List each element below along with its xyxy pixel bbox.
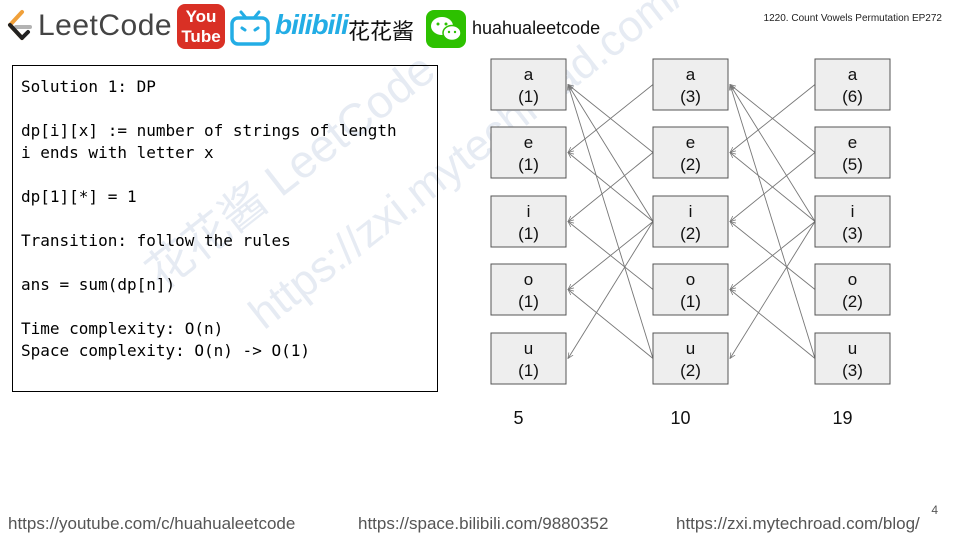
transition-arrow xyxy=(568,85,654,222)
node-letter: o xyxy=(686,270,695,289)
node-letter: e xyxy=(524,133,533,152)
node-letter: a xyxy=(848,65,858,84)
footer-youtube-url[interactable]: https://youtube.com/c/huahualeetcode xyxy=(8,514,296,533)
transition-arrow xyxy=(730,221,816,359)
node-letter: i xyxy=(527,202,531,221)
bilibili-channel-name: 花花酱 xyxy=(348,20,415,45)
state-node-i: i (1) xyxy=(490,195,567,248)
state-node-u: u (2) xyxy=(652,332,729,385)
transition-arrow xyxy=(730,222,816,290)
node-count: (1) xyxy=(518,224,539,243)
state-node-a: a (3) xyxy=(652,58,729,111)
node-count: (2) xyxy=(842,292,863,311)
dp-transition-diagram: a (1) e (1) i (1) o (1) u (1) 5 a (3) e (2) i (2) o (1) u (2… xyxy=(490,58,891,428)
node-letter: o xyxy=(524,270,533,289)
leetcode-icon xyxy=(8,10,32,40)
transition-arrow xyxy=(568,222,654,290)
node-letter: i xyxy=(851,202,855,221)
node-count: (2) xyxy=(680,361,701,380)
state-node-a: a (6) xyxy=(814,58,891,111)
page-number: 4 xyxy=(931,503,938,517)
header: LeetCode You Tube bilibili 花花酱 huahualee… xyxy=(0,0,960,56)
blank-line xyxy=(21,208,429,230)
node-count: (2) xyxy=(680,224,701,243)
solution-line: Time complexity: O(n) xyxy=(21,319,224,338)
youtube-logo: You Tube xyxy=(177,4,225,49)
leetcode-logo: LeetCode xyxy=(4,6,172,46)
node-count: (3) xyxy=(680,87,701,106)
transition-arrow xyxy=(730,290,816,359)
node-count: (1) xyxy=(518,87,539,106)
transition-arrow xyxy=(568,85,654,153)
state-node-a: a (1) xyxy=(490,58,567,111)
node-letter: o xyxy=(848,270,857,289)
state-node-u: u (3) xyxy=(814,332,891,385)
state-node-o: o (1) xyxy=(652,263,729,316)
state-node-o: o (1) xyxy=(490,263,567,316)
state-node-u: u (1) xyxy=(490,332,567,385)
wechat-icon xyxy=(426,10,466,48)
node-count: (6) xyxy=(842,87,863,106)
bilibili-tv-icon xyxy=(230,10,270,46)
footer-blog-url[interactable]: https://zxi.mytechroad.com/blog/ xyxy=(676,514,920,533)
blank-line xyxy=(21,252,429,274)
solution-panel: Solution 1: DP dp[i][x] := number of str… xyxy=(12,65,438,392)
blank-line xyxy=(21,296,429,318)
transition-arrow xyxy=(568,85,654,359)
transition-arrow xyxy=(730,153,816,222)
solution-line: i ends with letter x xyxy=(21,143,214,162)
transition-arrow xyxy=(568,290,654,359)
solution-line: ans = sum(dp[n]) xyxy=(21,275,176,294)
solution-line: Transition: follow the rules xyxy=(21,231,291,250)
state-node-e: e (5) xyxy=(814,126,891,179)
node-letter: u xyxy=(686,339,695,358)
node-count: (5) xyxy=(842,155,863,174)
solution-line: Space complexity: O(n) -> O(1) xyxy=(21,341,310,360)
solution-line: dp[i][x] := number of strings of length xyxy=(21,121,397,140)
episode-title: 1220. Count Vowels Permutation EP272 xyxy=(763,13,942,24)
state-node-i: i (3) xyxy=(814,195,891,248)
bilibili-wordmark: bilibili xyxy=(275,9,349,40)
node-letter: e xyxy=(848,133,857,152)
channel-name: huahualeetcode xyxy=(472,18,601,38)
node-letter: e xyxy=(686,133,695,152)
transition-arrow xyxy=(730,85,816,153)
solution-line: Solution 1: DP xyxy=(21,77,156,96)
transition-arrow xyxy=(730,85,816,222)
blank-line xyxy=(21,98,429,120)
transition-arrow xyxy=(730,85,816,359)
column-total: 5 xyxy=(513,408,523,428)
state-node-e: e (1) xyxy=(490,126,567,179)
node-count: (2) xyxy=(680,155,701,174)
node-count: (3) xyxy=(842,224,863,243)
node-letter: u xyxy=(848,339,857,358)
transition-arrow xyxy=(568,221,654,359)
node-count: (1) xyxy=(518,155,539,174)
node-letter: u xyxy=(524,339,533,358)
node-count: (3) xyxy=(842,361,863,380)
leetcode-wordmark: LeetCode xyxy=(38,9,173,42)
column-total: 19 xyxy=(832,408,852,428)
youtube-logo-line2: Tube xyxy=(181,27,221,46)
transition-arrow xyxy=(568,153,654,222)
node-letter: i xyxy=(689,202,693,221)
blank-line xyxy=(21,164,429,186)
node-letter: a xyxy=(524,65,534,84)
column-total: 10 xyxy=(670,408,690,428)
footer-bilibili-url[interactable]: https://space.bilibili.com/9880352 xyxy=(358,514,609,533)
state-node-o: o (2) xyxy=(814,263,891,316)
state-node-i: i (2) xyxy=(652,195,729,248)
node-count: (1) xyxy=(518,361,539,380)
node-letter: a xyxy=(686,65,696,84)
node-count: (1) xyxy=(518,292,539,311)
youtube-logo-line1: You xyxy=(185,7,217,26)
solution-line: dp[1][*] = 1 xyxy=(21,187,137,206)
state-node-e: e (2) xyxy=(652,126,729,179)
node-count: (1) xyxy=(680,292,701,311)
